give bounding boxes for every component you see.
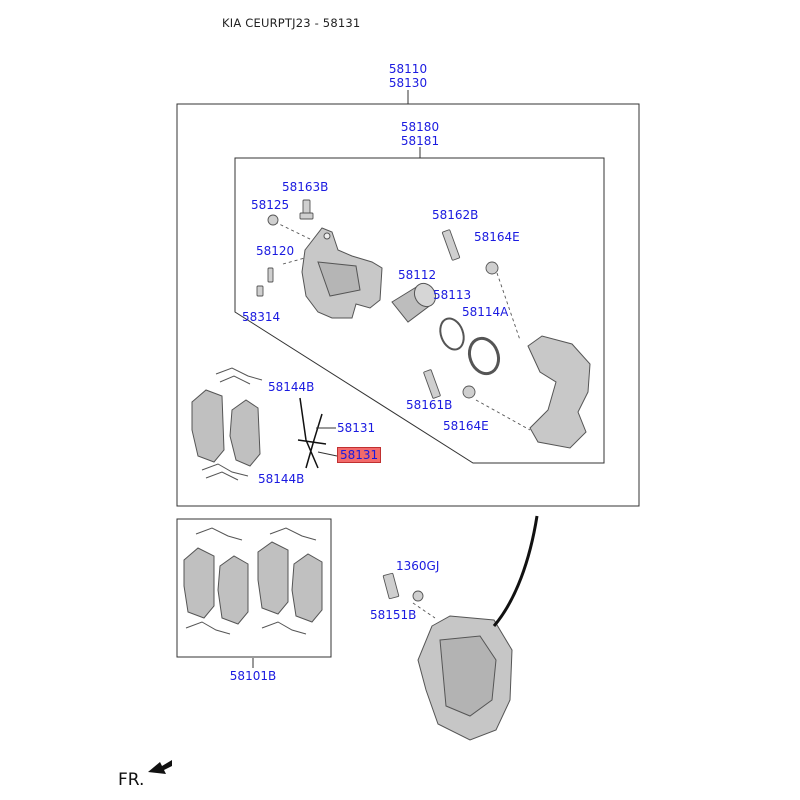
pad-kit-springs bbox=[185, 527, 317, 635]
brake-hose bbox=[492, 515, 539, 627]
part-label-58180[interactable]: 58180 bbox=[400, 120, 440, 134]
part-label-58101b[interactable]: 58101B bbox=[229, 669, 277, 683]
front-direction-label: FR. bbox=[118, 770, 145, 790]
part-label-1360gj[interactable]: 1360GJ bbox=[396, 559, 440, 573]
pad-springs-upper bbox=[201, 367, 263, 481]
caliper-body-frame bbox=[234, 157, 605, 464]
small-hardware bbox=[256, 199, 499, 602]
part-label-58144b-bottom[interactable]: 58144B bbox=[258, 472, 305, 486]
part-label-58161b[interactable]: 58161B bbox=[406, 398, 453, 412]
part-label-58131-selected[interactable]: 58131 bbox=[337, 447, 382, 463]
front-direction-arrow bbox=[148, 760, 172, 774]
caliper-housing bbox=[301, 227, 383, 319]
part-label-58112[interactable]: 58112 bbox=[398, 268, 437, 282]
assembled-caliper bbox=[417, 615, 513, 741]
part-label-58113[interactable]: 58113 bbox=[433, 288, 472, 302]
part-label-58144b-top[interactable]: 58144B bbox=[268, 380, 315, 394]
part-label-58110[interactable]: 58110 bbox=[388, 62, 428, 76]
piston-seal-ring bbox=[439, 317, 465, 351]
part-label-58151b[interactable]: 58151B bbox=[370, 608, 417, 622]
part-label-58131[interactable]: 58131 bbox=[337, 421, 376, 435]
part-label-58163b[interactable]: 58163B bbox=[282, 180, 329, 194]
part-label-58130[interactable]: 58130 bbox=[388, 76, 428, 90]
pad-kit-frame bbox=[176, 518, 332, 658]
diagram-header: KIA CEURPTJ23 - 58131 bbox=[222, 16, 361, 30]
part-label-58314[interactable]: 58314 bbox=[242, 310, 281, 324]
anti-rattle-clip bbox=[297, 397, 327, 469]
carrier-bracket bbox=[527, 335, 591, 449]
part-label-58181[interactable]: 58181 bbox=[400, 134, 440, 148]
part-label-58164e-top[interactable]: 58164E bbox=[474, 230, 520, 244]
pad-kit-pads bbox=[183, 541, 323, 625]
brake-pads-upper bbox=[191, 389, 261, 467]
part-label-58164e-bottom[interactable]: 58164E bbox=[443, 419, 489, 433]
part-label-58162b[interactable]: 58162B bbox=[432, 208, 479, 222]
piston bbox=[391, 282, 437, 323]
dust-boot-ring bbox=[467, 336, 501, 376]
part-label-58114a[interactable]: 58114A bbox=[462, 305, 509, 319]
part-label-58120[interactable]: 58120 bbox=[256, 244, 295, 258]
part-label-58125[interactable]: 58125 bbox=[251, 198, 290, 212]
